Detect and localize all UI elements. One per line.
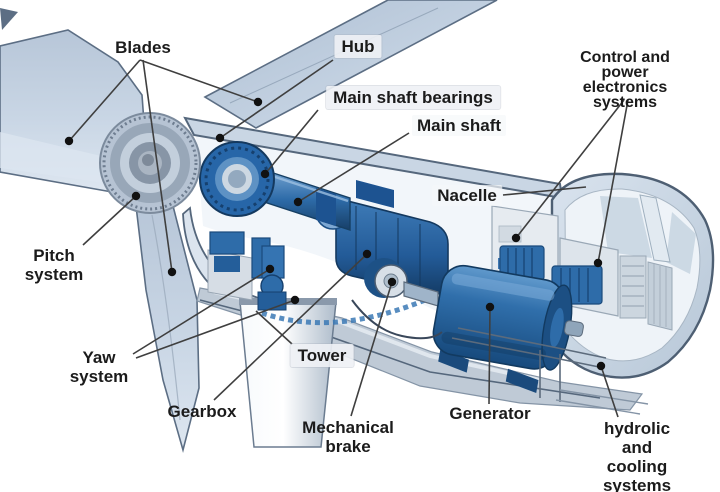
label-yaw-system: Yaw system [69,348,129,387]
blade-bottom-graphic [135,201,200,454]
yaw-ring-graphic [261,295,431,326]
leader-lines [68,59,629,418]
leader-tower [255,310,293,345]
leader-hub [219,59,334,139]
leader-pitch [82,195,137,246]
hub-graphic [99,112,201,214]
leader-generator [488,306,491,405]
label-gearbox: Gearbox [167,402,237,421]
leader-yaw-1 [132,268,271,355]
label-mechanical-brake: Mechanical brake [302,418,394,457]
label-tower: Tower [290,344,354,368]
leader-yaw-2 [135,299,296,359]
main-bearing-graphic [199,141,275,217]
leader-main-shaft-bearings [264,109,319,175]
piping-graphic [351,299,649,415]
leader-control-2 [597,99,629,264]
leader-blades-3 [142,59,173,273]
label-hub: Hub [334,35,382,59]
leader-dots [64,97,606,371]
label-control-power-electronics: Control and power electronics systems [580,49,670,111]
leader-blades-1 [68,59,141,142]
yaw-motor-graphic [207,231,287,311]
tower-graphic [239,298,337,448]
blade-right-graphic [203,0,498,129]
leader-control-1 [515,99,625,239]
leader-main-shaft [297,132,410,203]
label-generator: Generator [449,404,531,423]
brake-disc-graphic [364,258,439,307]
label-main-shaft-bearings: Main shaft bearings [326,86,500,110]
leader-brake [350,281,393,417]
leader-nacelle [502,186,587,196]
label-hydraulic-cooling: hydrolic and cooling systems [602,419,672,492]
leader-hydraulic [600,365,619,418]
leader-blades-2 [139,59,259,103]
label-nacelle: Nacelle [432,185,502,207]
label-main-shaft: Main shaft [411,115,507,137]
leader-gearbox [213,253,368,401]
label-blades: Blades [115,38,171,57]
label-pitch-system: Pitch system [24,246,84,285]
